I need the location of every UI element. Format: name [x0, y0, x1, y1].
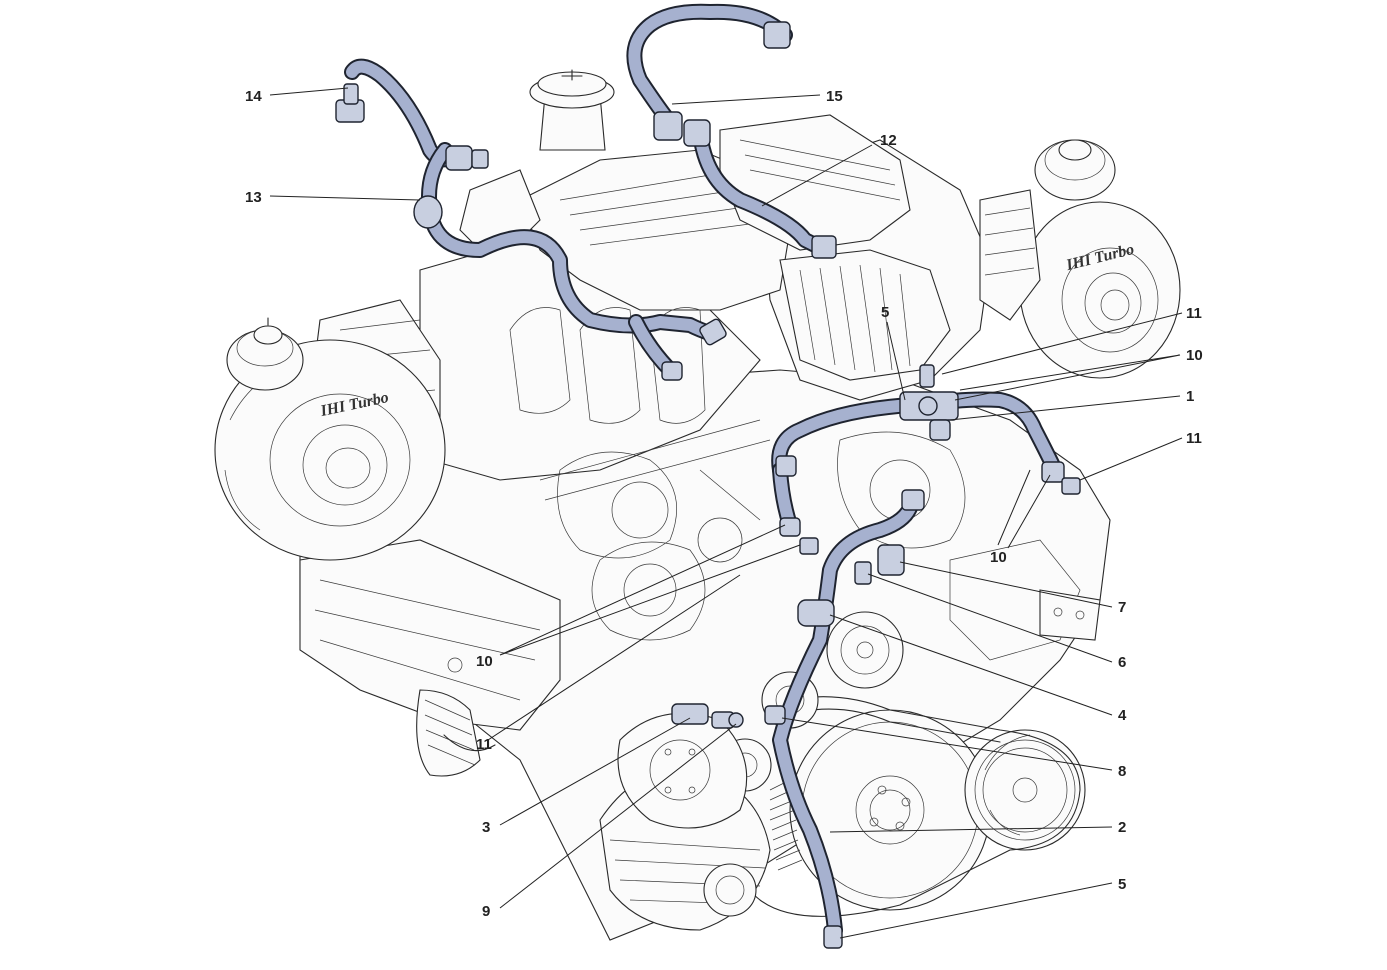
callout-10-right: 10	[990, 549, 1007, 566]
callout-12: 12	[880, 132, 897, 149]
callout-13: 13	[245, 189, 262, 206]
callout-1: 1	[1186, 388, 1194, 405]
fitting-4-clamp	[797, 599, 835, 627]
callout-10-left: 10	[476, 653, 493, 670]
callout-2: 2	[1118, 819, 1126, 836]
callout-8: 8	[1118, 763, 1126, 780]
right-turbocharger: IHI Turbo	[979, 139, 1181, 379]
fitting-11-right	[1041, 461, 1065, 483]
callout-5-lower: 5	[1118, 876, 1126, 893]
callout-5-upper: 5	[881, 304, 889, 321]
fitting-7	[877, 544, 905, 576]
left-turbocharger: IHI Turbo	[214, 317, 446, 561]
callout-11-upper: 11	[1186, 305, 1202, 322]
callout-labels: 14 15 12 13 5 11 10 1 11 10 7 6 10 4 11 …	[245, 88, 1203, 920]
fitting-13-top	[445, 145, 473, 171]
fitting-13-mid	[413, 195, 443, 229]
fitting-3-bracket	[671, 703, 709, 725]
hose-fittings	[335, 21, 1081, 949]
callout-11-left: 11	[476, 736, 492, 753]
leader-lines	[269, 87, 1183, 939]
callout-7: 7	[1118, 599, 1126, 616]
callout-15: 15	[826, 88, 843, 105]
callout-9: 9	[482, 903, 490, 920]
callout-3: 3	[482, 819, 490, 836]
callout-4: 4	[1118, 707, 1127, 724]
fitting-12	[811, 235, 837, 259]
callout-6: 6	[1118, 654, 1126, 671]
fitting-9-bolt	[728, 712, 744, 728]
fitting-15-top	[763, 21, 791, 49]
callout-10-upper: 10	[1186, 347, 1203, 364]
fitting-15-bottom	[653, 111, 683, 141]
fitting-5-bottom	[823, 925, 843, 949]
fitting-8	[764, 705, 786, 725]
callout-14: 14	[245, 88, 262, 105]
fitting-6	[854, 561, 872, 585]
fitting-2-top	[901, 489, 925, 511]
callout-11-right: 11	[1186, 430, 1202, 447]
fitting-10-left	[775, 455, 797, 477]
